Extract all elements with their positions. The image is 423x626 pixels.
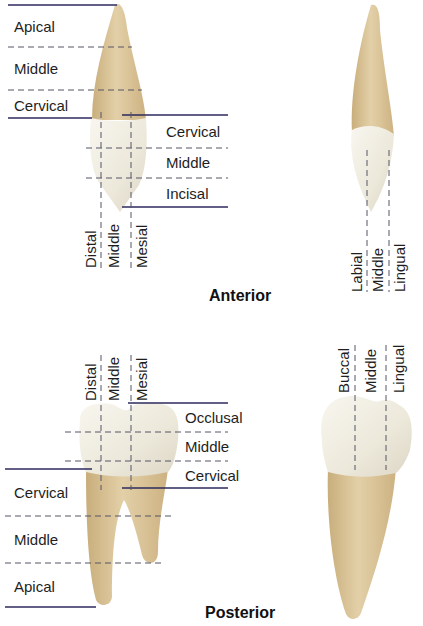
division-line: [122, 487, 228, 489]
tooth-crown: [90, 118, 147, 212]
surface-label: Mesial: [134, 225, 150, 268]
division-dash: [86, 148, 228, 149]
zone-label: Middle: [185, 438, 229, 455]
surface-label: Middle: [106, 357, 122, 401]
zone-label: Cervical: [166, 123, 220, 140]
division-line: [122, 206, 228, 208]
division-dash: [389, 150, 390, 292]
division-dash: [65, 461, 228, 462]
division-line: [5, 468, 92, 470]
division-line: [122, 114, 228, 116]
zone-label: Occlusal: [185, 409, 243, 426]
division-line: [8, 4, 117, 6]
zone-label: Cervical: [185, 467, 239, 484]
surface-label: Middle: [363, 349, 379, 393]
zone-label: Middle: [14, 60, 58, 77]
tooth-crown: [321, 396, 412, 477]
surface-label: Middle: [370, 248, 386, 292]
tooth-root: [328, 468, 396, 619]
division-dash: [101, 112, 102, 268]
division-dash: [86, 178, 228, 179]
division-line: [5, 606, 96, 608]
division-dash: [131, 355, 132, 490]
tooth-root: [352, 5, 394, 136]
zone-label: Cervical: [14, 97, 68, 114]
surface-label: Buccal: [336, 348, 352, 393]
zone-label: Apical: [14, 578, 55, 595]
division-dash: [8, 47, 132, 48]
zone-label: Incisal: [166, 185, 209, 202]
surface-label: Lingual: [392, 244, 408, 292]
surface-label: Distal: [83, 230, 99, 268]
tooth-crown: [79, 402, 178, 476]
division-dash: [367, 150, 368, 292]
zone-label: Middle: [166, 154, 210, 171]
surface-label: Distal: [83, 363, 99, 401]
division-line: [128, 402, 228, 404]
division-dash: [5, 563, 165, 564]
surface-label: Labial: [349, 252, 365, 292]
zone-label: Middle: [14, 531, 58, 548]
division-dash: [8, 90, 142, 91]
division-dash: [65, 432, 228, 433]
zone-label: Apical: [14, 18, 55, 35]
division-line: [8, 117, 92, 119]
zone-label: Cervical: [14, 484, 68, 501]
division-dash: [101, 355, 102, 490]
surface-label: Mesial: [134, 358, 150, 401]
surface-label: Lingual: [391, 345, 407, 393]
division-dash: [131, 112, 132, 268]
section-heading: Anterior: [209, 287, 271, 304]
division-dash: [386, 345, 387, 470]
tooth-crown: [351, 126, 394, 212]
tooth-root: [92, 4, 146, 120]
division-dash: [5, 516, 175, 517]
division-dash: [355, 345, 356, 470]
section-heading: Posterior: [205, 604, 275, 621]
surface-label: Middle: [106, 224, 122, 268]
